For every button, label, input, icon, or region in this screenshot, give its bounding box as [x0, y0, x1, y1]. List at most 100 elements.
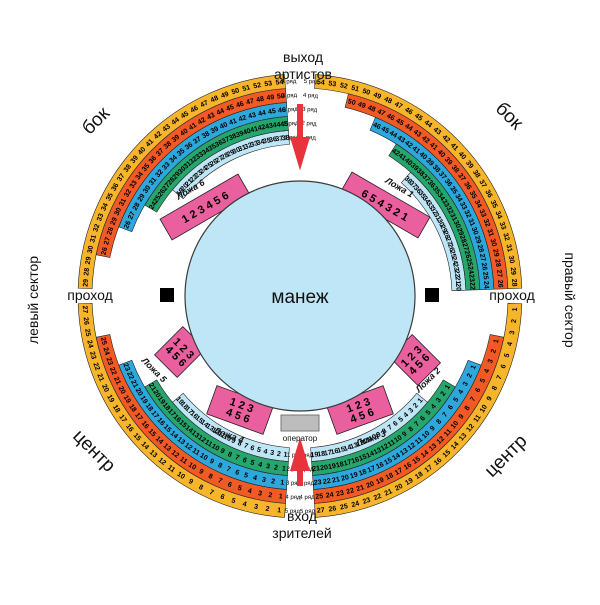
seat-number[interactable]: 27: [495, 269, 503, 278]
seat-number[interactable]: 24: [101, 347, 110, 357]
seat-number[interactable]: 39: [171, 134, 182, 144]
seat-number[interactable]: 42: [197, 117, 207, 127]
seat-number[interactable]: 17: [424, 464, 435, 474]
seat-number[interactable]: 12: [157, 457, 168, 467]
seat-number[interactable]: 35: [416, 190, 426, 201]
seat-number[interactable]: 15: [147, 428, 157, 439]
seat-number[interactable]: 24: [482, 281, 489, 289]
seat-number[interactable]: 27: [127, 211, 137, 221]
seat-number[interactable]: 20: [320, 464, 329, 472]
seat-number[interactable]: 35: [431, 185, 441, 196]
seat-number[interactable]: 9: [375, 431, 382, 439]
seat-number[interactable]: 45: [225, 104, 235, 113]
seat-number[interactable]: 25: [340, 503, 349, 511]
seat-number[interactable]: 13: [373, 447, 383, 457]
seat-number[interactable]: 17: [324, 449, 333, 457]
seat-number[interactable]: 35: [489, 199, 499, 209]
seat-number[interactable]: 28: [458, 234, 467, 244]
seat-number[interactable]: 6: [227, 481, 233, 489]
seat-number[interactable]: 18: [317, 450, 326, 458]
seat-number[interactable]: 28: [510, 279, 517, 287]
seat-number[interactable]: 30: [114, 207, 124, 217]
seat-number[interactable]: 42: [153, 130, 164, 140]
seat-number[interactable]: 11: [191, 447, 201, 457]
seat-number[interactable]: 3: [407, 407, 415, 415]
seat-number[interactable]: 15: [442, 449, 453, 460]
seat-number[interactable]: 51: [242, 84, 251, 93]
seat-number[interactable]: 7: [469, 396, 477, 403]
seat-number[interactable]: 1: [278, 493, 283, 500]
seat-number[interactable]: 2: [440, 390, 448, 397]
seat-number[interactable]: 14: [420, 449, 431, 459]
seat-number[interactable]: 34: [421, 195, 431, 206]
seat-number[interactable]: 17: [343, 459, 353, 468]
seat-number[interactable]: 23: [121, 362, 130, 372]
seat-number[interactable]: 26: [463, 250, 472, 259]
seat-number[interactable]: 16: [403, 462, 413, 472]
seat-number[interactable]: 30: [232, 146, 242, 156]
seat-number[interactable]: 11: [387, 439, 397, 449]
seat-number[interactable]: 49: [357, 101, 367, 110]
seat-number[interactable]: 33: [96, 213, 105, 223]
seat-number[interactable]: 44: [403, 123, 413, 133]
seat-number[interactable]: 39: [235, 130, 245, 139]
seat-number[interactable]: 36: [462, 181, 472, 191]
seat-number[interactable]: 39: [210, 126, 220, 136]
seat-number[interactable]: 4: [247, 488, 253, 496]
seat-number[interactable]: 6: [419, 415, 427, 423]
seat-number[interactable]: 33: [195, 151, 205, 161]
seat-number[interactable]: 10: [222, 433, 232, 443]
seat-number[interactable]: 3: [257, 490, 262, 498]
seat-number[interactable]: 37: [221, 136, 231, 146]
seat-number[interactable]: 34: [436, 192, 446, 202]
seat-number[interactable]: 42: [440, 134, 451, 145]
seat-number[interactable]: 24: [466, 266, 474, 275]
seat-number[interactable]: 20: [134, 387, 144, 397]
seat-number[interactable]: 28: [132, 202, 142, 212]
seat-number[interactable]: 4: [242, 501, 248, 509]
seat-number[interactable]: 45: [280, 121, 289, 129]
seat-number[interactable]: 26: [123, 220, 132, 230]
seat-number[interactable]: 15: [358, 453, 368, 462]
seat-number[interactable]: 25: [465, 258, 473, 267]
seat-number[interactable]: 4: [430, 403, 438, 411]
seat-number[interactable]: 15: [162, 424, 173, 435]
seat-number[interactable]: 5: [397, 416, 405, 424]
seat-number[interactable]: 32: [92, 223, 101, 233]
seat-number[interactable]: 43: [412, 129, 422, 139]
seat-number[interactable]: 7: [414, 420, 422, 428]
seat-number[interactable]: 20: [394, 483, 404, 493]
seat-number[interactable]: 12: [356, 439, 366, 448]
seat-number[interactable]: 34: [493, 210, 502, 220]
seat-number[interactable]: 30: [87, 245, 96, 254]
seat-number[interactable]: 10: [368, 433, 378, 443]
seat-number[interactable]: 2: [490, 348, 498, 354]
seat-number[interactable]: 5: [504, 353, 512, 359]
seat-number[interactable]: 21: [95, 373, 104, 383]
seat-number[interactable]: 2: [276, 451, 281, 458]
seat-number[interactable]: 2: [268, 492, 273, 500]
seat-number[interactable]: 8: [408, 426, 416, 434]
seat-number[interactable]: 25: [315, 493, 324, 501]
seat-number[interactable]: 41: [250, 126, 259, 135]
seat-number[interactable]: 37: [155, 147, 166, 158]
seat-number[interactable]: 12: [196, 434, 206, 444]
seat-number[interactable]: 44: [258, 110, 267, 118]
seat-number[interactable]: 9: [198, 468, 205, 476]
seat-number[interactable]: 9: [187, 478, 194, 486]
seat-number[interactable]: 16: [188, 410, 199, 420]
seat-number[interactable]: 36: [269, 136, 278, 144]
seat-number[interactable]: 30: [470, 226, 479, 236]
seat-number[interactable]: 45: [413, 113, 423, 123]
seat-number[interactable]: 26: [101, 247, 110, 256]
seat-number[interactable]: 19: [122, 394, 132, 404]
seat-number[interactable]: 54: [317, 79, 326, 87]
seat-number[interactable]: 19: [349, 471, 359, 480]
seat-number[interactable]: 32: [123, 188, 133, 198]
seat-number[interactable]: 12: [210, 427, 220, 437]
seat-number[interactable]: 22: [189, 173, 200, 183]
seat-number[interactable]: 33: [161, 161, 172, 172]
seat-number[interactable]: 12: [436, 435, 447, 446]
seat-number[interactable]: 23: [104, 357, 113, 367]
seat-number[interactable]: 53: [328, 80, 337, 88]
